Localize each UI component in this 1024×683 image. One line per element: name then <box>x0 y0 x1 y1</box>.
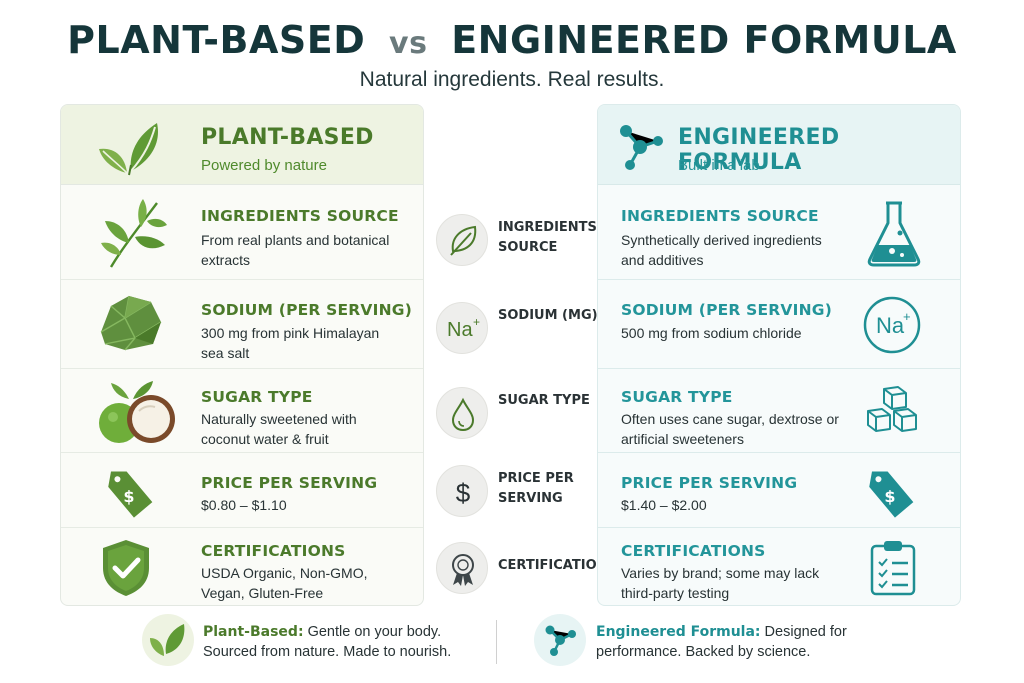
engineered-price-tag-symbol: $ <box>884 487 895 506</box>
middle-label-ingredients: INGREDIENTS SOURCE <box>498 220 597 255</box>
engineered-sodium-text: 500 mg from sodium chloride <box>621 325 802 341</box>
plant-panel-title: PLANT-BASED <box>201 125 374 150</box>
award-icon <box>436 542 488 594</box>
salt-rock-icon <box>100 295 162 351</box>
price-tag-icon: $ <box>869 471 914 518</box>
middle-sodium-charge: + <box>473 315 480 329</box>
engineered-cert-text: Varies by brand; some may lack third-par… <box>621 565 820 601</box>
plant-sugar-text: Naturally sweetened with coconut water &… <box>201 411 357 447</box>
engineered-panel-subtitle: Built in a lab <box>678 157 760 174</box>
plant-sprig-icon <box>101 199 167 268</box>
middle-label-sugar: SUGAR TYPE <box>498 393 590 408</box>
footer-plant-text: Plant-Based: Gentle on your body. Source… <box>203 622 451 662</box>
sugar-cubes-icon <box>867 386 917 432</box>
plant-row-price: $ PRICE PER SERVING $0.80 – $1.10 <box>61 453 423 528</box>
middle-item-price: $ PRICE PER SERVING <box>436 459 596 519</box>
engineered-row-certifications: CERTIFICATIONS Varies by brand; some may… <box>598 528 960 605</box>
engineered-panel-header: ENGINEERED FORMULA Built in a lab <box>598 105 960 185</box>
price-tag-symbol: $ <box>123 487 134 506</box>
footer-lab-line1: Designed for <box>760 624 847 640</box>
middle-label-certifications: CERTIFICATIONS <box>498 558 617 573</box>
plant-row-ingredients: INGREDIENTS SOURCE From real plants and … <box>61 185 423 280</box>
dollar-icon: $ <box>436 465 488 517</box>
middle-label-sodium: SODIUM (MG) <box>498 308 598 323</box>
title-plant-based: PLANT-BASED <box>67 18 366 62</box>
title-vs: vs <box>389 26 428 61</box>
engineered-sodium-symbol: Na <box>876 313 905 338</box>
footer-leaf-icon <box>142 614 194 666</box>
engineered-panel: ENGINEERED FORMULA Built in a lab INGRED… <box>597 104 961 606</box>
middle-item-sugar: SUGAR TYPE <box>436 381 596 441</box>
engineered-sodium-charge: + <box>903 309 911 324</box>
engineered-price-text: $1.40 – $2.00 <box>621 497 707 513</box>
plant-panel-subtitle: Powered by nature <box>201 157 327 174</box>
engineered-row-sugar: SUGAR TYPE Often uses cane sugar, dextro… <box>598 369 960 453</box>
plant-based-panel: PLANT-BASED Powered by nature INGREDIENT… <box>60 104 424 606</box>
page-subtitle: Natural ingredients. Real results. <box>359 68 665 91</box>
title-engineered: ENGINEERED FORMULA <box>451 18 957 62</box>
plant-sodium-text: 300 mg from pink Himalayan sea salt <box>201 325 380 361</box>
coconut-icon <box>99 381 175 443</box>
engineered-sugar-label: SUGAR TYPE <box>621 388 733 406</box>
plant-ingredients-text: From real plants and botanical extracts <box>201 232 390 268</box>
middle-item-ingredients: INGREDIENTS SOURCE <box>436 208 597 268</box>
plant-row-certifications: CERTIFICATIONS USDA Organic, Non-GMO, Ve… <box>61 528 423 605</box>
engineered-row-sodium: Na + SODIUM (PER SERVING) 500 mg from so… <box>598 280 960 369</box>
plant-panel-header: PLANT-BASED Powered by nature <box>61 105 423 185</box>
plant-row-sugar: SUGAR TYPE Naturally sweetened with coco… <box>61 369 423 453</box>
clipboard-icon <box>870 541 916 596</box>
drop-icon <box>436 387 488 439</box>
plant-sugar-label: SUGAR TYPE <box>201 388 313 406</box>
page-title: PLANT-BASED vs ENGINEERED FORMULA <box>0 18 1024 62</box>
sodium-icon: Na + <box>436 302 488 354</box>
footer-lab-bold: Engineered Formula: <box>596 624 761 640</box>
middle-item-certifications: CERTIFICATIONS <box>436 536 617 596</box>
engineered-ingredients-label: INGREDIENTS SOURCE <box>621 207 819 225</box>
plant-price-text: $0.80 – $1.10 <box>201 497 287 513</box>
engineered-price-label: PRICE PER SERVING <box>621 474 798 492</box>
engineered-sugar-text: Often uses cane sugar, dextrose or artif… <box>621 411 839 447</box>
middle-sodium-symbol: Na <box>447 319 473 341</box>
middle-item-sodium: Na + SODIUM (MG) <box>436 296 598 356</box>
leaves-icon <box>99 123 158 176</box>
footer-plant-bold: Plant-Based: <box>203 624 304 640</box>
engineered-row-price: $ PRICE PER SERVING $1.40 – $2.00 <box>598 453 960 528</box>
leaf-icon <box>436 214 488 266</box>
engineered-row-ingredients: INGREDIENTS SOURCE Synthetically derived… <box>598 185 960 280</box>
plant-cert-label: CERTIFICATIONS <box>201 542 346 560</box>
footer-plant-line2: Sourced from nature. Made to nourish. <box>203 644 452 660</box>
footer-plant-line1: Gentle on your body. <box>303 624 442 640</box>
plant-ingredients-label: INGREDIENTS SOURCE <box>201 207 399 225</box>
footer-lab-text: Engineered Formula: Designed for perform… <box>596 622 847 662</box>
footer-lab-line2: performance. Backed by science. <box>596 644 811 660</box>
flask-icon <box>867 201 921 267</box>
engineered-panel-title: ENGINEERED FORMULA <box>678 125 840 175</box>
engineered-cert-label: CERTIFICATIONS <box>621 542 766 560</box>
middle-label-price: PRICE PER SERVING <box>498 471 574 506</box>
plant-sodium-label: SODIUM (PER SERVING) <box>201 301 412 319</box>
engineered-sodium-label: SODIUM (PER SERVING) <box>621 301 832 319</box>
molecule-icon <box>620 125 663 170</box>
price-tag-icon: $ <box>108 471 153 518</box>
sodium-icon: Na + <box>863 296 921 354</box>
middle-dollar-symbol: $ <box>456 478 471 508</box>
footer-molecule-icon <box>534 614 586 666</box>
shield-check-icon <box>103 540 149 596</box>
footer-divider <box>496 620 497 664</box>
plant-price-label: PRICE PER SERVING <box>201 474 378 492</box>
plant-cert-text: USDA Organic, Non-GMO, Vegan, Gluten-Fre… <box>201 565 368 601</box>
engineered-ingredients-text: Synthetically derived ingredients and ad… <box>621 232 822 268</box>
plant-row-sodium: SODIUM (PER SERVING) 300 mg from pink Hi… <box>61 280 423 369</box>
